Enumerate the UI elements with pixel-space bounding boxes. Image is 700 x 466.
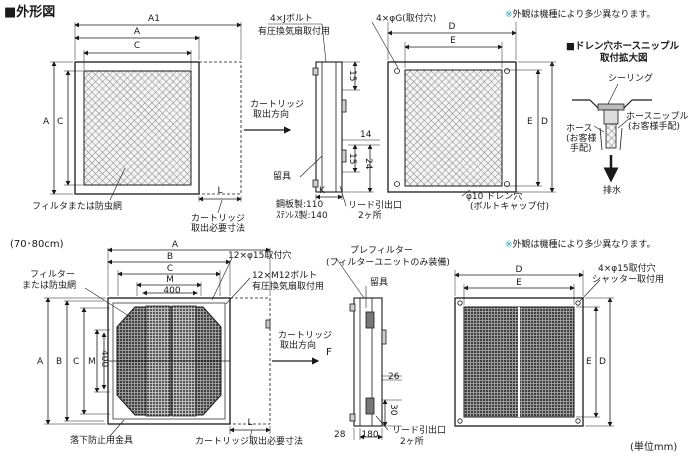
hole12-label: 12×φ15取付穴 [228, 251, 292, 261]
bdim-b-vertical: B [56, 357, 63, 367]
stainless-label: ｽﾃﾝﾚｽ製:140 [276, 211, 328, 221]
dim-14: 14 [360, 130, 372, 140]
dim-24: 24 [363, 158, 373, 170]
bolt-label-1: 4×Jボルト [270, 14, 313, 24]
dim-e-vertical: E [527, 117, 533, 127]
blead-label-2: 2ヶ所 [400, 437, 424, 447]
fall-prevention-label: 落下防止用金具 [70, 436, 134, 446]
top-front-view [50, 22, 292, 214]
bdim-c: C [166, 264, 174, 274]
bhole-label-2: シャッター取付用 [592, 275, 665, 285]
section-title: ■外形図 [4, 5, 56, 20]
dim-28: 28 [334, 430, 346, 440]
dim-d-vertical: D [541, 117, 548, 127]
dim-30: 30 [388, 404, 398, 416]
drain-label-2: (ボルトキャップ付) [470, 202, 550, 212]
hose-label-2: (お客様 [566, 134, 597, 144]
bdim-m-vertical: M [88, 357, 96, 367]
nipple-title-2: 取付拡大図 [600, 53, 648, 64]
cartridge-label-1: カートリッジ [190, 214, 246, 224]
bdim-a-vertical: A [37, 357, 44, 367]
dim-f: F [326, 347, 332, 358]
bottom-back-view [454, 270, 614, 427]
dim-d: D [448, 22, 456, 32]
size-label: (70･80cm) [10, 239, 64, 250]
bdim-m: M [166, 275, 174, 285]
btome-label: 留具 [370, 278, 389, 288]
direction-label-1: カートリッジ [250, 100, 305, 110]
bdim-d-vertical: D [599, 357, 606, 367]
dim-c-vertical: C [57, 117, 64, 127]
bcartridge-label: カートリッジ取出必要寸法 [195, 437, 304, 447]
tome-label: 留具 [273, 172, 292, 182]
bdim-e: E [516, 278, 522, 288]
dim-15-bottom: 15 [347, 153, 357, 165]
hose-label-1: ホース [566, 124, 593, 134]
bfilter-label-2: または防虫網 [22, 281, 77, 291]
bdim-c-vertical: C [73, 357, 80, 367]
prefilter-label-2: (フィルターユニットのみ装備) [326, 258, 450, 268]
top-side-view [268, 23, 380, 207]
dim-a-vertical: A [43, 117, 50, 127]
dim-26: 26 [388, 372, 400, 382]
bolt-label-2: 有圧換気扇取付用 [258, 27, 331, 37]
bdim-a: A [171, 240, 179, 250]
nipple-label-2: (お客様手配) [628, 122, 681, 132]
bdim-b: B [166, 252, 174, 262]
nipple-detail [572, 83, 652, 183]
appearance-note-bottom: ※外観は機種により多少異なります。 [505, 240, 656, 250]
bdirection-label-1: カートリッジ [278, 331, 333, 341]
appearance-note-top: ※外観は機種により多少異なります。 [505, 10, 656, 20]
bdim-400: 400 [163, 286, 181, 296]
filter-label: フィルタまたは防虫網 [32, 202, 122, 212]
bottom-front-view [44, 247, 320, 439]
m12-bolt-label-1: 12×M12ボルト [252, 271, 318, 281]
dim-l: L [217, 186, 223, 196]
nipple-label-1: ホースニップル [626, 112, 689, 122]
dim-180: 180 [361, 430, 379, 440]
bottom-side-view [335, 257, 402, 440]
bdim-d: D [515, 265, 523, 275]
unit-label: (単位mm) [630, 442, 678, 453]
bdim-e-vertical: E [586, 357, 592, 367]
dim-e: E [450, 36, 456, 46]
dim-a1: A1 [148, 14, 160, 24]
top-back-view [371, 21, 556, 197]
sealing-label: シーリング [608, 74, 654, 84]
direction-label-2: 取出方向 [253, 110, 290, 120]
bdim-400-vertical: 400 [99, 350, 109, 368]
blead-label-1: リード引出口 [392, 426, 447, 436]
dim-c: C [133, 41, 141, 51]
steel-label: 鋼板製:110 [276, 200, 324, 210]
lead-label-1: リード引出口 [348, 201, 403, 211]
cartridge-label-2: 取出必要寸法 [190, 224, 246, 234]
prefilter-label-1: プレフィルター [350, 246, 413, 256]
bhole-label-1: 4×φ15取付穴 [598, 264, 656, 274]
bdim-l: L [247, 418, 253, 428]
drain-label: 排水 [603, 186, 622, 196]
bdirection-label-2: 取出方向 [280, 341, 317, 351]
lead-label-2: 2ヶ所 [358, 211, 382, 221]
nipple-title-1: ■ドレン穴ホースニップル [566, 41, 680, 52]
dim-15-top: 15 [347, 70, 357, 82]
bfilter-label-1: フィルター [30, 270, 75, 280]
mount-hole-label: 4×φG(取付穴) [376, 14, 437, 24]
hose-label-3: 手配) [570, 144, 592, 154]
m12-bolt-label-2: 有圧換気扇取付用 [252, 282, 325, 292]
drain-label-1: φ10 ドレン穴 [466, 192, 523, 202]
dim-a: A [133, 27, 141, 37]
dim-k: K [319, 186, 325, 196]
